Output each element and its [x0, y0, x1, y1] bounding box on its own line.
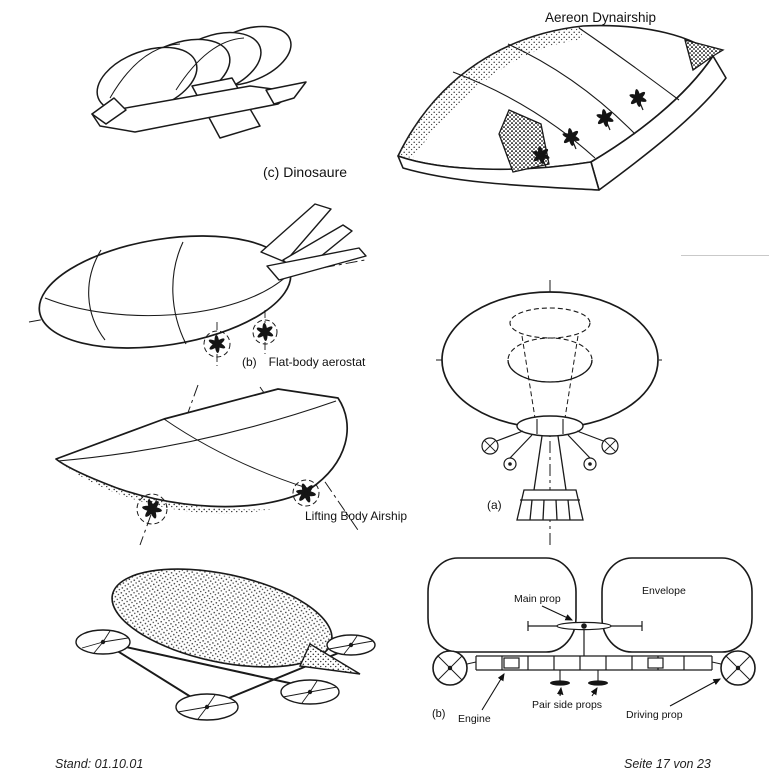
separator-line [681, 255, 769, 256]
lower-wing [91, 85, 296, 133]
propeller-icons [136, 479, 320, 525]
flat-body-aerostat-drawing [28, 203, 367, 366]
pair-side-props [550, 670, 608, 686]
lifting-body-caption: Lifting Body Airship [305, 509, 408, 523]
dynairship-title: Aereon Dynairship [545, 10, 657, 25]
engine-box-right [647, 657, 664, 669]
stern-propellers [203, 310, 278, 366]
lifting-body-hull [55, 388, 348, 508]
tail-wing [265, 81, 307, 105]
leading-edge-stipple [398, 26, 583, 158]
wingtip-fin [684, 39, 725, 72]
dinosaure-airship-drawing [91, 25, 307, 139]
flat-body-caption-text: Flat-body aerostat [268, 355, 366, 369]
footer-date: Stand: 01.10.01 [55, 757, 144, 771]
twin-envelope-schematic-drawing: Main prop Envelope (b) Engine Pair side … [427, 557, 756, 725]
main-prop-label: Main prop [514, 593, 561, 605]
dinosaure-caption: (c) Dinosaure [263, 164, 348, 180]
engine-box-left [503, 657, 520, 669]
toroidal-caption: (a) [487, 498, 502, 512]
nose-wedge [91, 97, 127, 125]
lobed-hull [91, 25, 307, 139]
flat-body-caption: (b) Flat-body aerostat [242, 355, 365, 369]
footer-page-number: Seite 17 von 23 [624, 757, 711, 771]
truss-frame [475, 655, 713, 671]
envelope-label: Envelope [642, 585, 686, 597]
lifting-body-airship-drawing [55, 384, 361, 546]
hub-ring [516, 415, 584, 437]
stippled-hull [111, 568, 361, 675]
twin-envelope-caption: (b) [432, 708, 445, 720]
engine-label: Engine [458, 713, 491, 725]
aereon-dynairship-drawing [397, 24, 727, 191]
toroidal-airship-drawing [436, 280, 666, 546]
gondola [516, 435, 584, 521]
torus-envelope [441, 291, 659, 429]
flat-body-caption-label: (b) [242, 355, 257, 369]
underside-stipple [58, 461, 272, 514]
driving-prop-label: Driving prop [626, 709, 683, 721]
label-arrows [481, 605, 721, 711]
pair-side-props-label: Pair side props [532, 699, 602, 711]
right-envelope [601, 557, 753, 653]
left-envelope [427, 557, 577, 653]
tail-fins [260, 203, 367, 281]
quad-rotor-airship-drawing [75, 568, 376, 721]
